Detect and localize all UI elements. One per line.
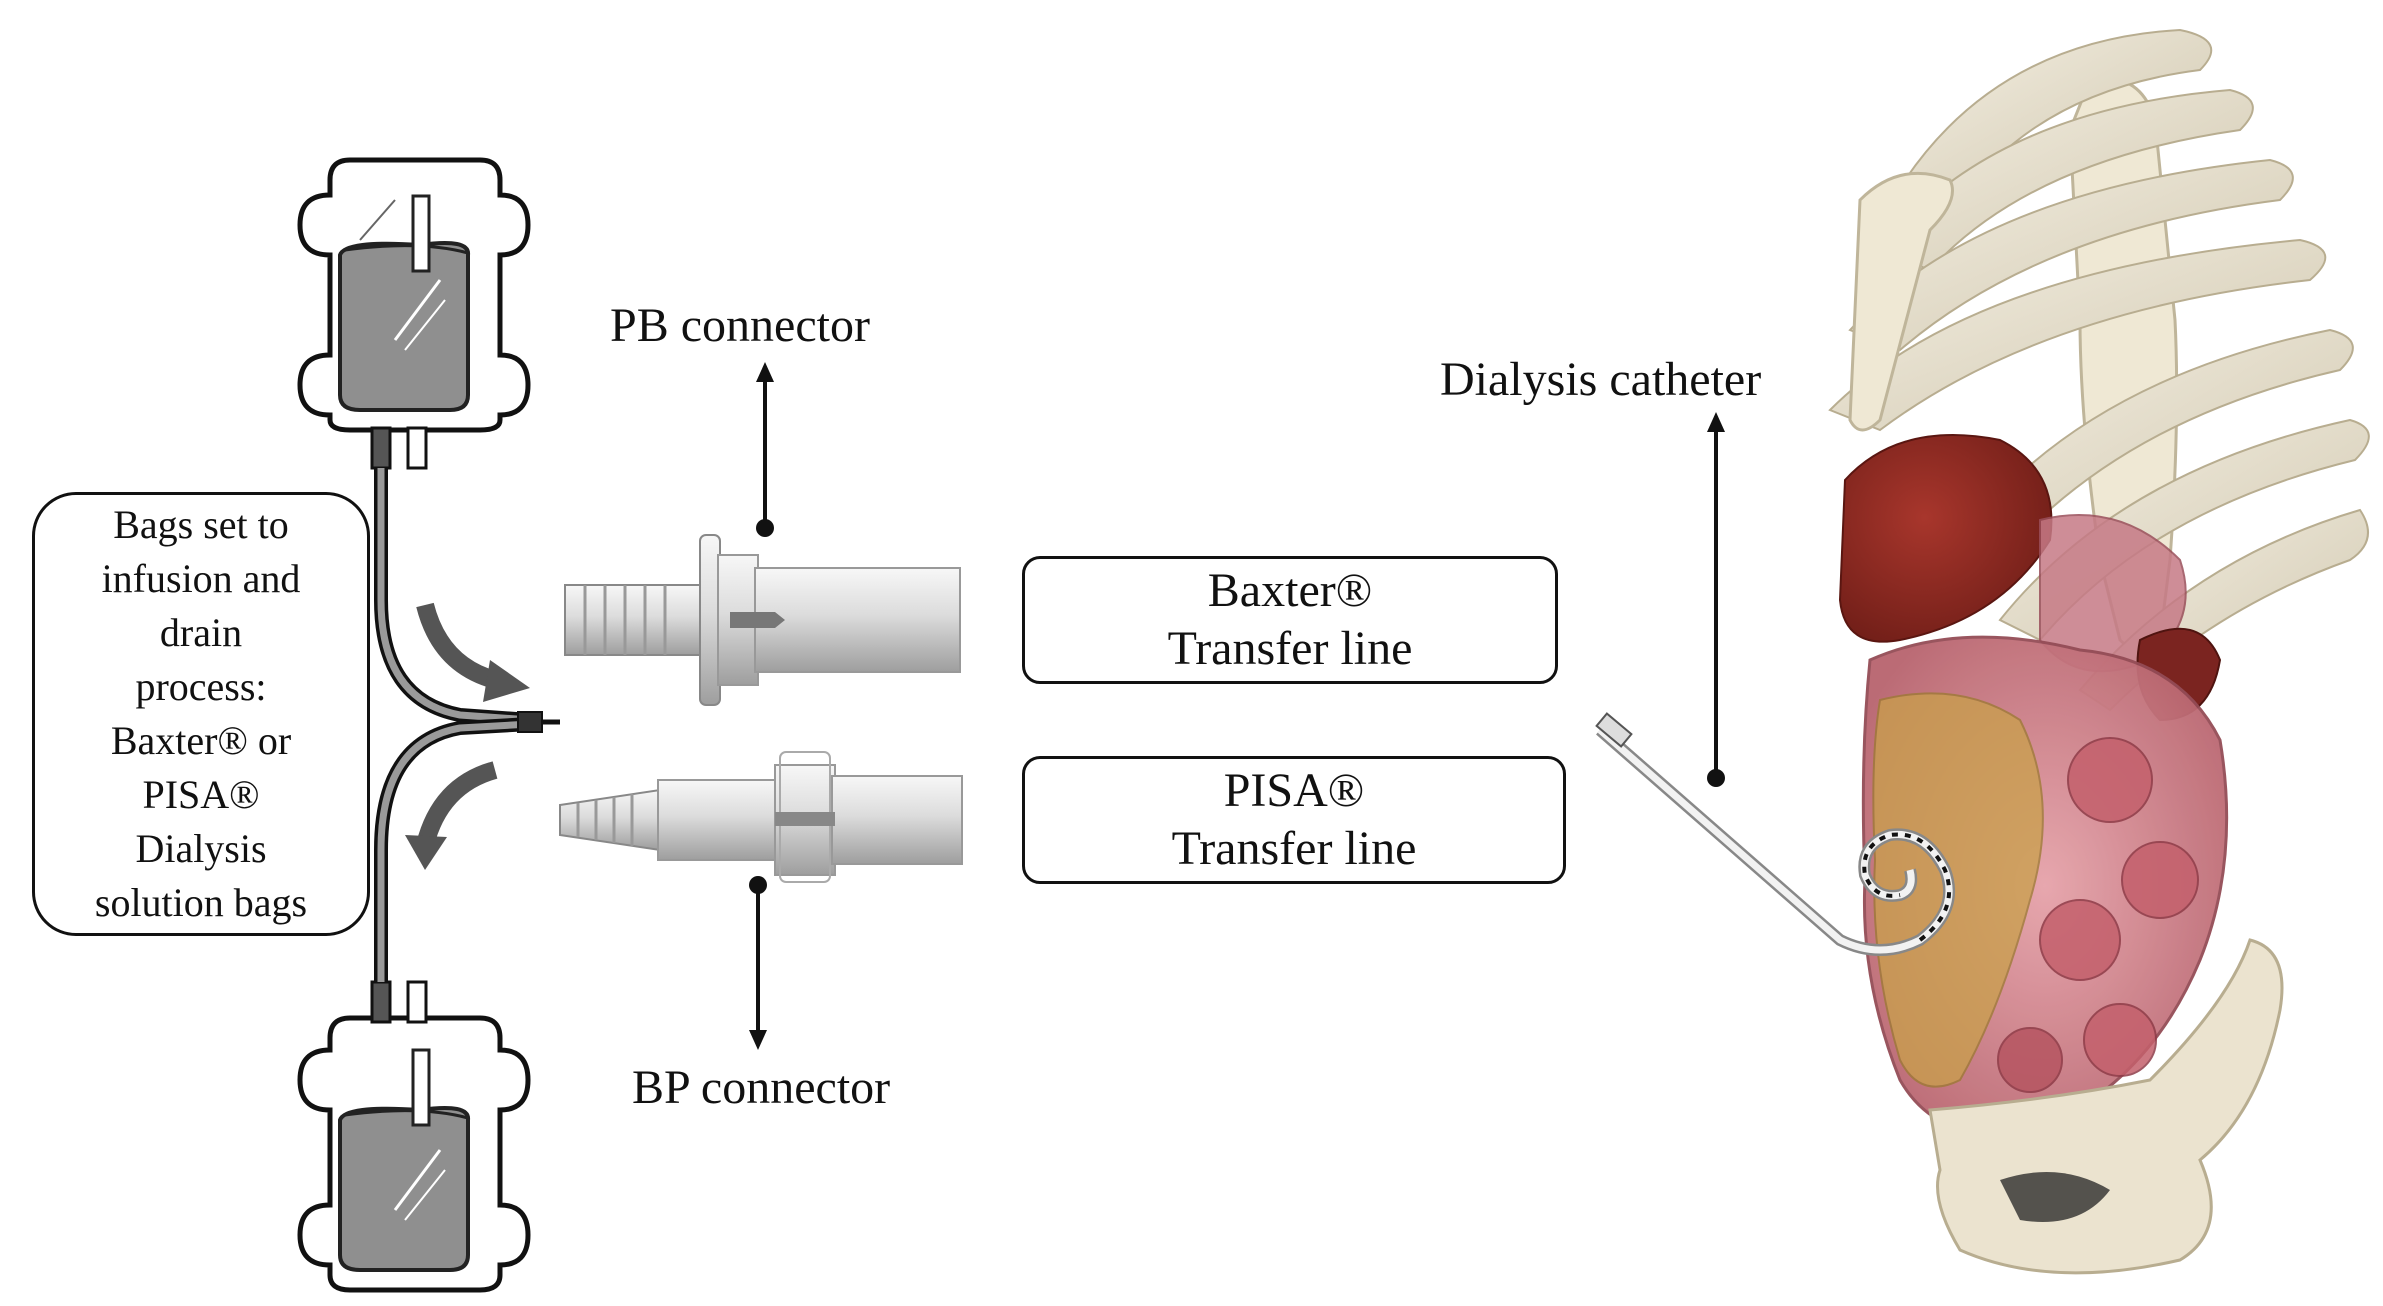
pb-connector-label: PB connector xyxy=(610,299,870,352)
pisa-line-name: PISA® xyxy=(1223,764,1365,817)
bottom-dialysis-bag xyxy=(297,980,531,1293)
dialysis-catheter-graphic xyxy=(1595,712,1956,956)
bp-connector-label: BP connector xyxy=(632,1061,891,1114)
bags-line: Baxter® or xyxy=(110,718,292,763)
pb-connector-pointer xyxy=(756,362,774,537)
bags-line: infusion and xyxy=(101,556,301,601)
pb-connector-graphic xyxy=(564,534,961,706)
pisa-transfer-line-box: PISA® Transfer line xyxy=(1022,756,1566,884)
bags-line: Bags set to xyxy=(113,502,289,547)
bp-connector-pointer xyxy=(749,876,767,1050)
abdominal-anatomy-illustration xyxy=(1828,28,2370,1275)
bags-line: process: xyxy=(135,664,267,709)
baxter-line-type: Transfer line xyxy=(1167,622,1413,675)
top-dialysis-bag xyxy=(297,157,531,470)
baxter-transfer-line-box: Baxter® Transfer line xyxy=(1022,556,1558,684)
flow-arrows xyxy=(405,602,530,870)
dialysis-catheter-label: Dialysis catheter xyxy=(1440,353,1762,406)
bags-line: solution bags xyxy=(94,880,308,925)
dialysis-catheter-pointer xyxy=(1707,412,1725,787)
pisa-line-type: Transfer line xyxy=(1171,822,1417,875)
baxter-line-name: Baxter® xyxy=(1207,564,1373,617)
bags-description-box: Bags set to infusion and drain process: … xyxy=(32,492,370,936)
bags-line: PISA® xyxy=(142,772,260,817)
bp-connector-graphic xyxy=(559,751,963,883)
y-set-tubing xyxy=(374,468,560,982)
bags-line: drain xyxy=(159,610,243,655)
bags-line: Dialysis xyxy=(135,826,267,871)
